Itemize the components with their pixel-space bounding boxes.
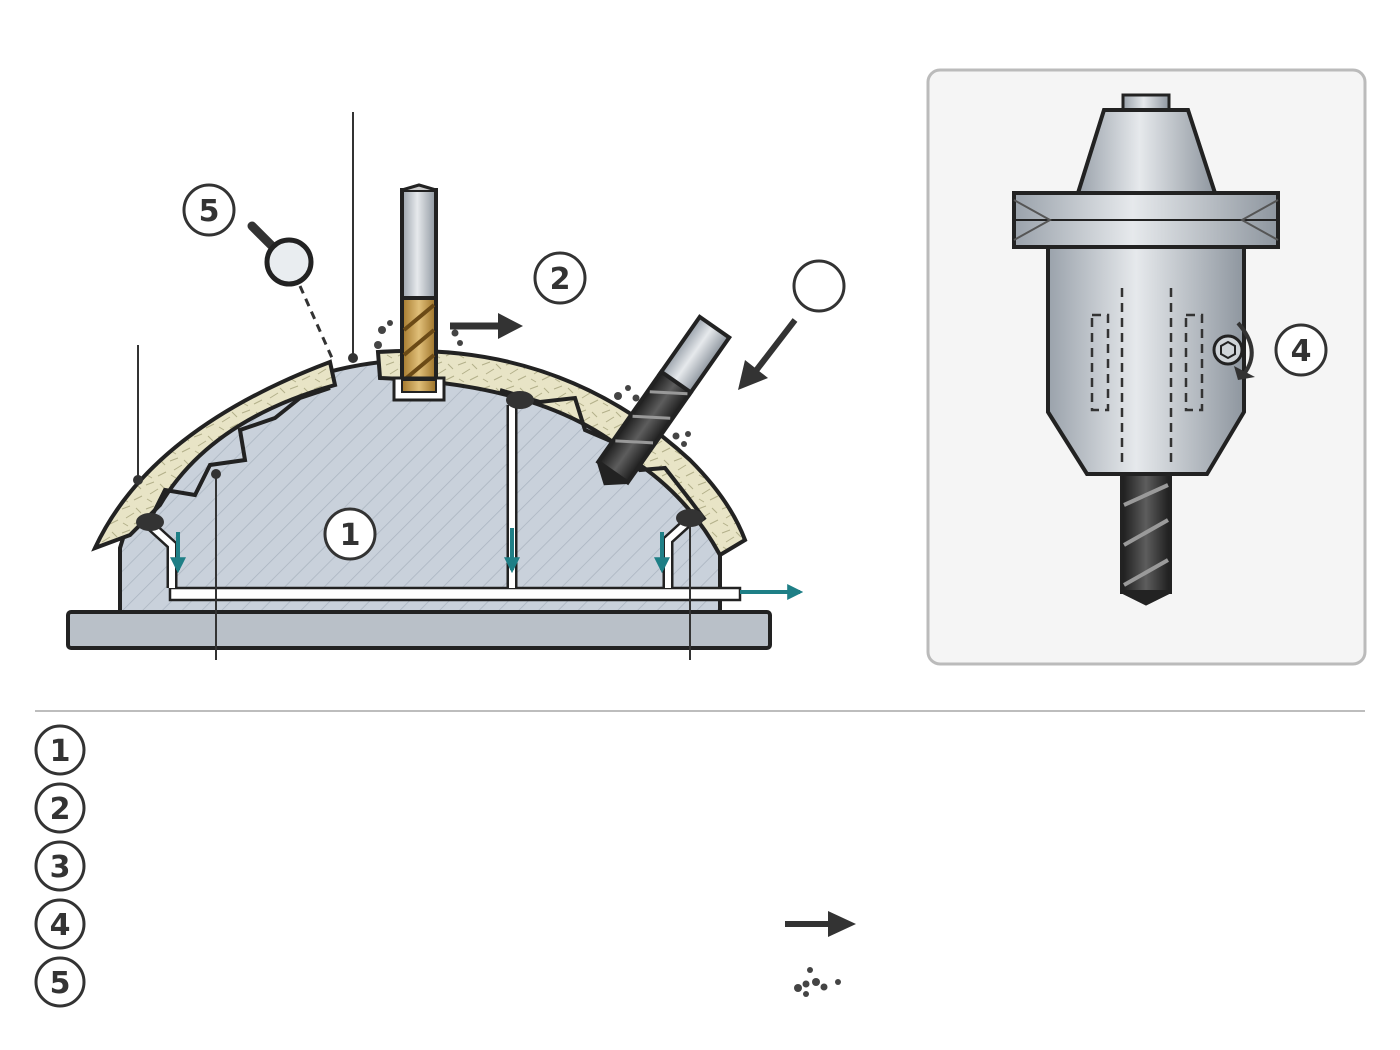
cross-section: 5 2 1 (66, 112, 846, 660)
seal-center (506, 391, 534, 409)
base-plate (66, 610, 772, 650)
approach-arrow-icon (738, 318, 798, 390)
legend: 1 2 3 4 5 (34, 724, 856, 1008)
legend-item-5: 5 (34, 956, 86, 1008)
airflow-arrows (170, 528, 804, 600)
legend-item-4: 4 (34, 898, 86, 950)
callout-5: 5 (182, 183, 236, 237)
svg-text:3: 3 (50, 850, 71, 885)
mold-step-profile (148, 386, 331, 521)
legend-item-1: 1 (34, 724, 86, 776)
chips-cluster (374, 320, 691, 447)
svg-text:5: 5 (199, 194, 220, 229)
svg-text:2: 2 (50, 792, 71, 827)
svg-text:1: 1 (340, 518, 361, 553)
svg-text:1: 1 (50, 734, 71, 769)
seal-left (136, 513, 164, 531)
callout-1: 1 (323, 507, 377, 561)
vacuum-duct (168, 586, 742, 602)
movement-arrow-icon (785, 911, 856, 937)
svg-text:5: 5 (50, 966, 71, 1001)
end-mill-tool (392, 183, 446, 402)
legend-item-3: 3 (34, 840, 86, 892)
callout-3 (792, 259, 846, 313)
holder-drill (1120, 472, 1172, 606)
callout-2: 2 (533, 251, 587, 305)
tool-holder-inset: 4 (926, 68, 1367, 666)
magnifier-icon (247, 221, 334, 359)
feed-arrow-icon (450, 313, 523, 339)
svg-text:4: 4 (50, 908, 71, 943)
callout-4: 4 (1274, 323, 1328, 377)
drill-bit-tool (595, 314, 733, 486)
svg-text:4: 4 (1291, 334, 1312, 369)
leader-lines (137, 112, 691, 660)
set-screw-icon (1212, 321, 1255, 380)
svg-text:2: 2 (550, 262, 571, 297)
legend-item-2: 2 (34, 782, 86, 834)
chips-icon (794, 967, 841, 997)
holder-body (1046, 245, 1246, 476)
